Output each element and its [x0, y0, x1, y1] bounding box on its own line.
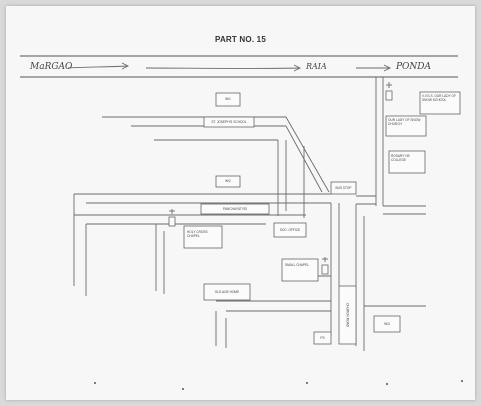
label-rosary-college: ROSARY HS COLLEGE — [391, 154, 410, 162]
road-label-left: MaRGAO — [30, 62, 73, 72]
road-label-right: PONDA — [396, 62, 432, 72]
label-ward-1: W/1 — [225, 97, 231, 101]
label-society: SOC. OFFICE — [279, 228, 301, 232]
label-panchayat-rd: PANCHAYAT RD — [223, 207, 247, 211]
box-small — [313, 331, 332, 345]
box-bus-stop — [330, 181, 357, 195]
box-st-school — [203, 116, 255, 128]
label-bus-stop: BUS STOP — [335, 186, 352, 190]
box-rosary-college — [388, 150, 426, 174]
map-sheet: PART NO. 15 — [6, 6, 475, 400]
box-ward-2 — [215, 175, 241, 188]
box-school-top-right — [419, 91, 461, 115]
speck — [94, 382, 96, 384]
church-symbol-top-right — [385, 82, 393, 101]
arrow-left — [67, 65, 129, 69]
speck — [386, 383, 388, 385]
speck — [461, 380, 463, 382]
label-vertical-road: CHURCH ROAD — [345, 303, 350, 327]
speck — [182, 388, 184, 390]
label-our-lady-church: OUR LADY OF SNOW CHURCH — [388, 118, 421, 126]
arrow-right-head — [383, 64, 392, 72]
church-symbol-center — [321, 257, 329, 275]
map-title: PART NO. 15 — [215, 35, 266, 44]
label-school-top-right: V.V.S.S. OUR LADY OF SNOW SCHOOL — [422, 94, 456, 102]
box-holy-chapel — [183, 225, 223, 249]
label-old-home: OLD AGE HOME — [214, 290, 240, 294]
box-ward-1 — [215, 92, 241, 107]
box-vertical-road — [338, 285, 357, 345]
church-symbol-left — [168, 209, 176, 227]
label-small-chapel: SMALL CHAPEL — [285, 263, 309, 267]
label-holy-chapel: HOLY CROSS CHAPEL — [187, 230, 208, 238]
arrow-middle-head — [293, 64, 302, 72]
label-ward-2: W/2 — [225, 179, 231, 183]
road-label-middle: RAIA — [306, 62, 327, 71]
speck — [306, 382, 308, 384]
box-our-lady-church — [385, 115, 427, 137]
label-st-school: ST. JOSEPH'S SCHOOL — [211, 120, 247, 124]
box-old-home — [203, 283, 251, 301]
diag-road-1 — [285, 116, 330, 193]
box-panchayat-rd — [200, 203, 270, 215]
arrow-left-head — [121, 62, 130, 70]
box-society — [273, 222, 307, 238]
box-ward-3 — [373, 315, 401, 333]
label-small-box: PS — [320, 336, 325, 340]
map-drawing — [20, 55, 461, 351]
box-small-chapel — [281, 258, 319, 282]
label-ward-3: W/3 — [384, 322, 390, 326]
